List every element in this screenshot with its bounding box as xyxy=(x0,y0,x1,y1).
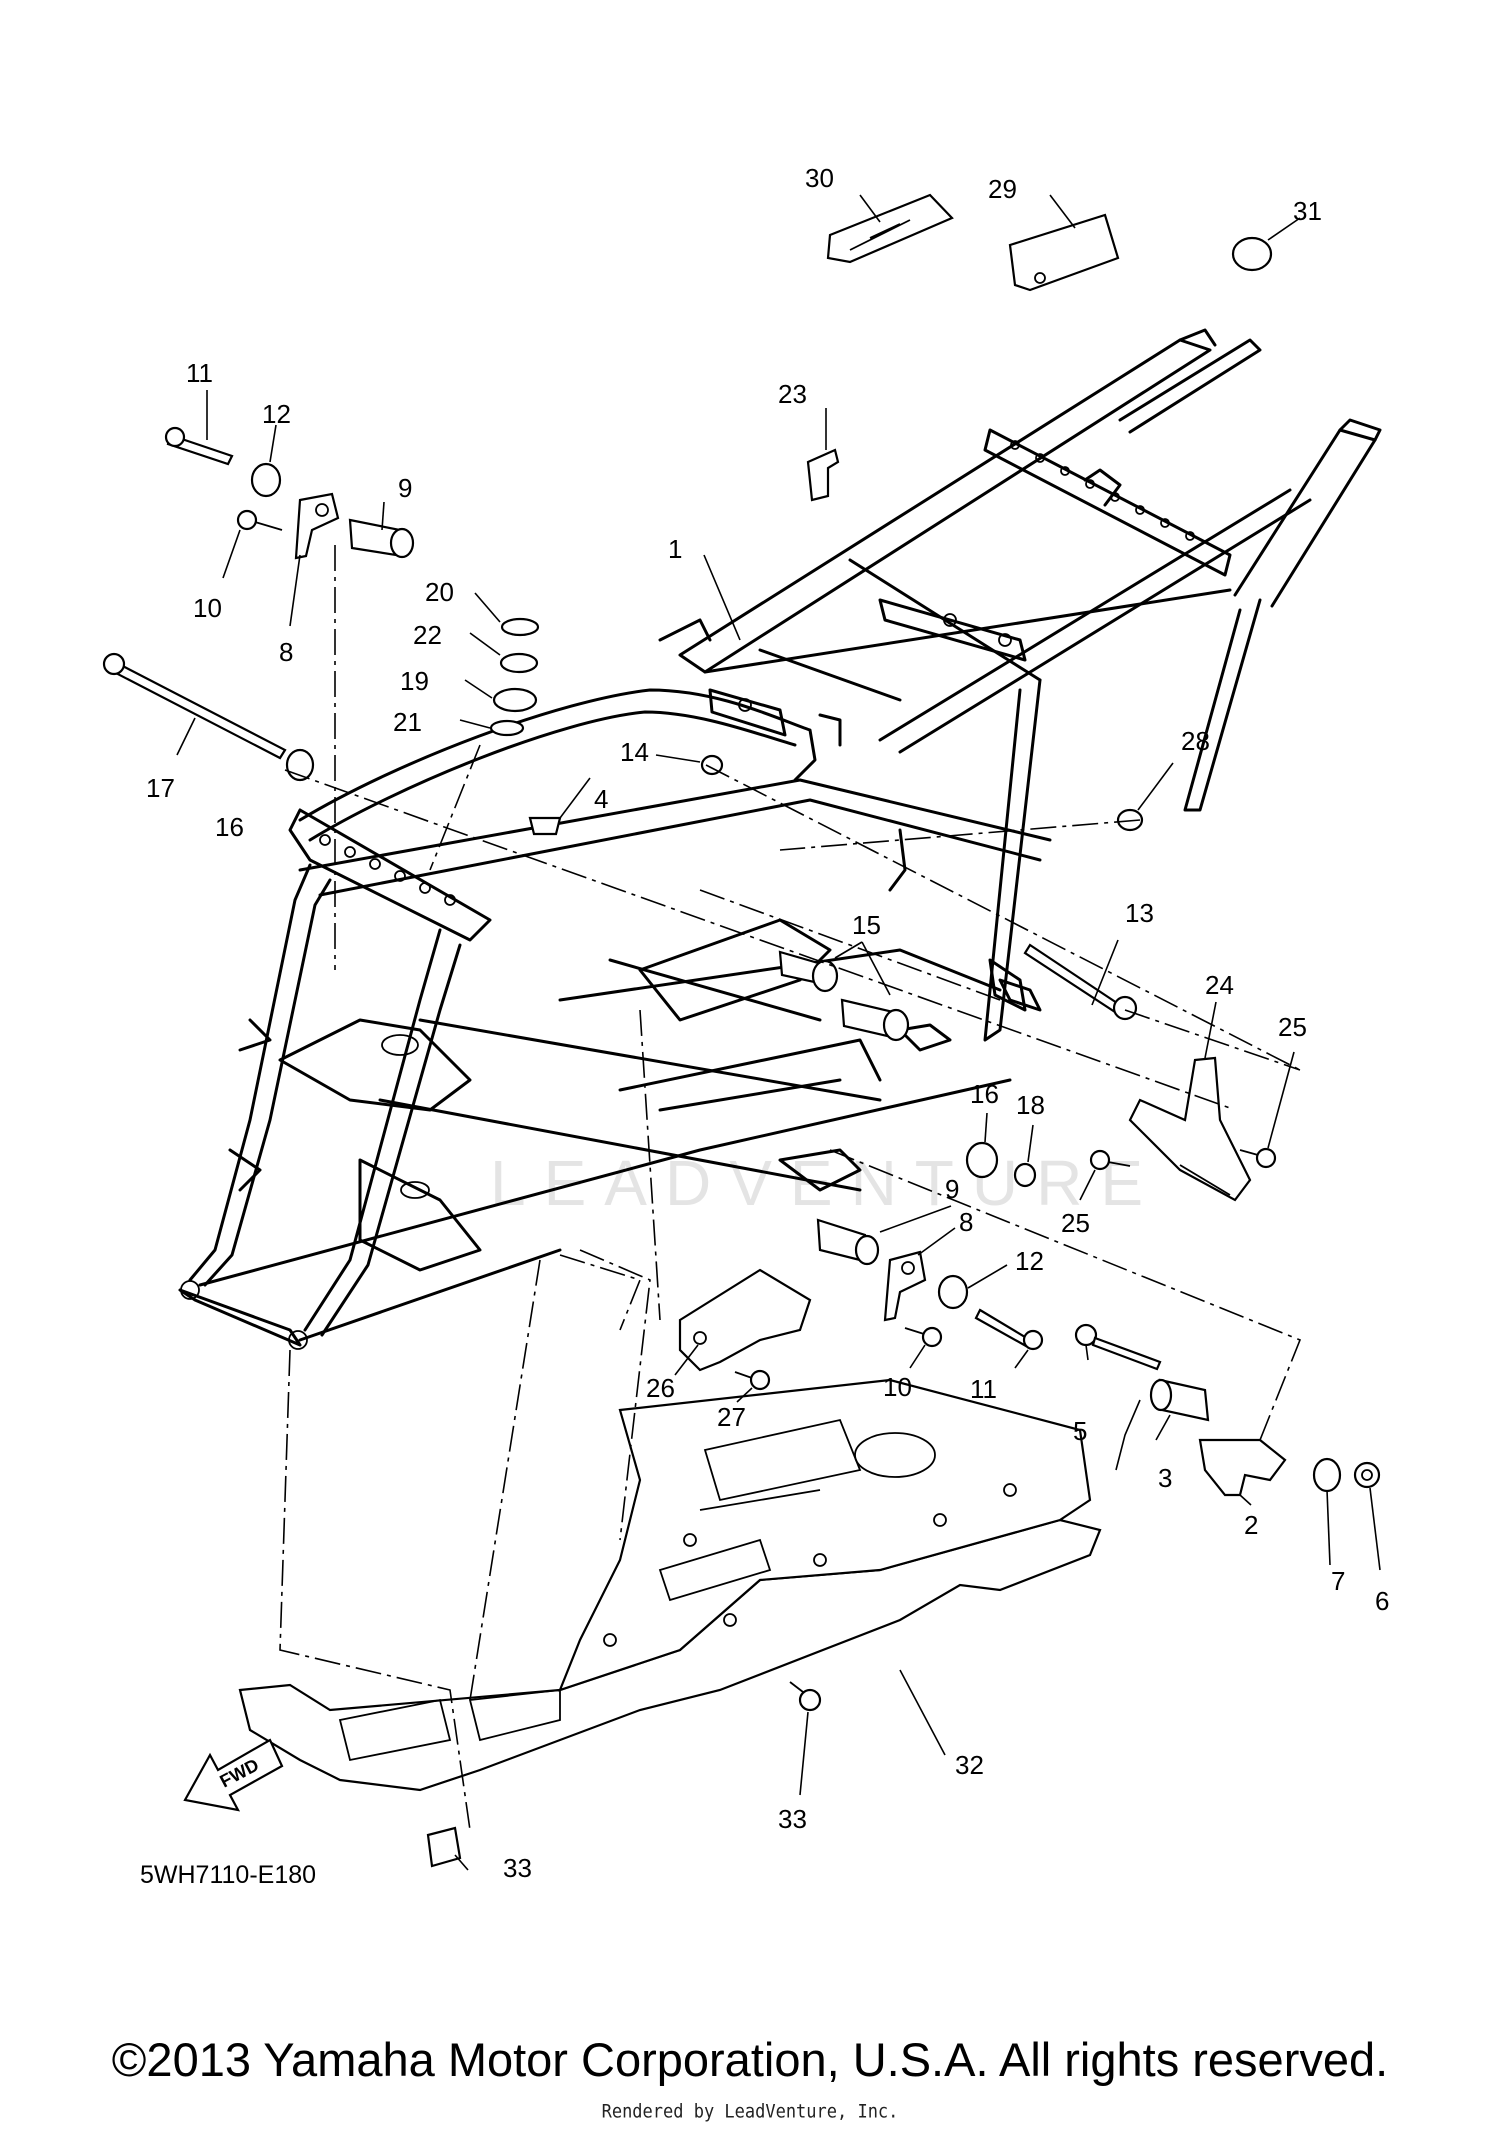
part-label-27: 27 xyxy=(717,1402,746,1432)
part-label-9: 9 xyxy=(398,473,412,503)
part-label-2: 2 xyxy=(1244,1510,1258,1540)
part-label-4: 4 xyxy=(594,784,608,814)
part-label-24: 24 xyxy=(1205,970,1234,1000)
part-label-17: 17 xyxy=(146,773,175,803)
part-label-30: 30 xyxy=(805,163,834,193)
part-label-8: 8 xyxy=(279,637,293,667)
part-label-1: 1 xyxy=(668,534,682,564)
part-label-28: 28 xyxy=(1181,726,1210,756)
part-label-33-left: 33 xyxy=(503,1853,532,1883)
part-label-12b: 12 xyxy=(1015,1246,1044,1276)
part-label-33-right: 33 xyxy=(778,1804,807,1834)
leader-lines xyxy=(176,194,1381,1871)
part-label-16b: 16 xyxy=(970,1079,999,1109)
copyright-notice: ©2013 Yamaha Motor Corporation, U.S.A. A… xyxy=(111,2033,1389,2086)
part-label-20: 20 xyxy=(425,577,454,607)
part-label-25-bottom: 25 xyxy=(1061,1208,1090,1238)
part-label-8b: 8 xyxy=(959,1207,973,1237)
part-drawings xyxy=(102,193,1381,1868)
part-label-29: 29 xyxy=(988,174,1017,204)
part-label-14: 14 xyxy=(620,737,649,767)
part-label-25-top: 25 xyxy=(1278,1012,1307,1042)
part-label-5: 5 xyxy=(1073,1416,1087,1446)
diagram-code: 5WH7110-E180 xyxy=(140,1861,316,1889)
part-label-22: 22 xyxy=(413,620,442,650)
fwd-arrow-icon: FWD xyxy=(183,1738,284,1812)
part-label-7: 7 xyxy=(1331,1566,1345,1596)
part-label-19: 19 xyxy=(400,666,429,696)
part-label-32: 32 xyxy=(955,1750,984,1780)
part-label-18: 18 xyxy=(1016,1090,1045,1120)
part-labels: 30 29 31 23 11 12 9 10 8 1 20 22 19 21 1… xyxy=(146,163,1389,1883)
part-label-10: 10 xyxy=(193,593,222,623)
part-label-9b: 9 xyxy=(945,1174,959,1204)
assembly-lines xyxy=(279,545,1302,1831)
part-label-6: 6 xyxy=(1375,1586,1389,1616)
part-label-11: 11 xyxy=(186,358,213,388)
frame-drawing xyxy=(178,328,1382,1350)
part-label-23: 23 xyxy=(778,379,807,409)
part-label-21: 21 xyxy=(393,707,422,737)
part-label-13: 13 xyxy=(1125,898,1154,928)
part-label-11b: 11 xyxy=(970,1374,997,1404)
part-label-26: 26 xyxy=(646,1373,675,1403)
part-label-3: 3 xyxy=(1158,1463,1172,1493)
rendered-by-notice: Rendered by LeadVenture, Inc. xyxy=(601,2101,899,2123)
part-label-10b: 10 xyxy=(883,1372,912,1402)
part-label-15: 15 xyxy=(852,910,881,940)
part-label-12: 12 xyxy=(262,399,291,429)
part-label-31: 31 xyxy=(1293,196,1322,226)
part-label-16: 16 xyxy=(215,812,244,842)
